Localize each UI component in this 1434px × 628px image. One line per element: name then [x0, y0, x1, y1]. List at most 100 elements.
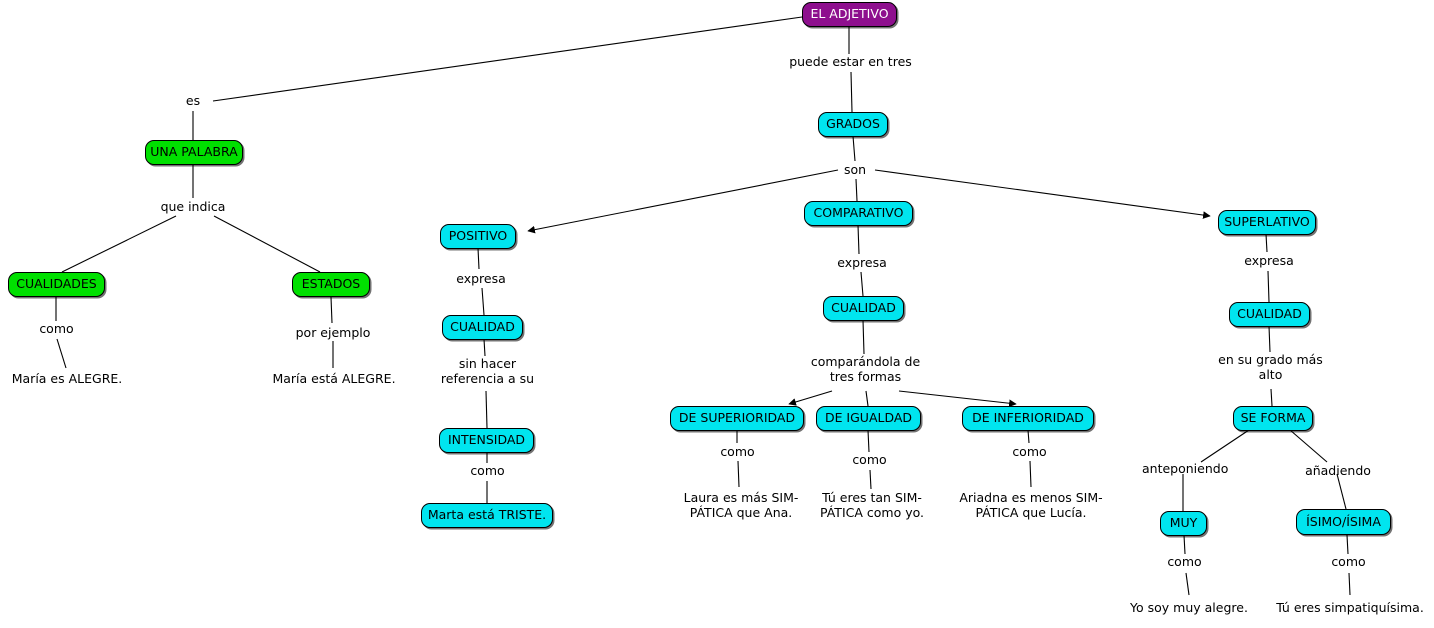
link-que-indica-to-estados [213, 215, 321, 273]
link-label-comparandola: comparándola de tres formas [810, 354, 921, 384]
link-label-anadiendo: añadiendo [1305, 463, 1371, 478]
node-grados[interactable]: GRADOS [818, 112, 888, 137]
link-cualidad-pos-to-sin-hacer [483, 338, 486, 357]
node-se-forma-label: SE FORMA [1240, 410, 1306, 426]
example-tu-igualdad: Tú eres tan SIM- PÁTICA como yo. [819, 490, 924, 520]
link-inferioridad-to-como [1027, 429, 1030, 444]
node-isimo-isima[interactable]: ÍSIMO/ÍSIMA [1296, 509, 1391, 535]
node-isimo-isima-label: ÍSIMO/ÍSIMA [1306, 513, 1381, 529]
link-label-expresa-superlativo: expresa [1244, 253, 1294, 268]
link-label-puede-estar-en-tres: puede estar en tres [789, 54, 912, 69]
link-isimo-to-como [1346, 534, 1349, 555]
link-label-como-inferioridad: como [1012, 444, 1047, 459]
link-expresa-to-cualidad-comp [860, 271, 864, 297]
link-label-anteponiendo: anteponiendo [1142, 461, 1229, 476]
link-se-forma-to-anadiendo [1289, 429, 1328, 463]
example-yo-soy-muy-alegre: Yo soy muy alegre. [1130, 600, 1248, 615]
node-positivo[interactable]: POSITIVO [440, 224, 516, 249]
node-marta-esta-triste[interactable]: Marta está TRISTE. [421, 503, 553, 528]
link-label-en-su-grado-mas-alto: en su grado más alto [1218, 352, 1323, 382]
link-label-como-cualidades: como [39, 321, 74, 336]
link-label-es: es [185, 93, 201, 108]
link-comparandola-to-igualdad [865, 390, 869, 407]
node-cualidades[interactable]: CUALIDADES [8, 272, 105, 297]
node-una-palabra-label: UNA PALABRA [150, 144, 238, 160]
link-como-to-tu-igualdad [869, 469, 872, 490]
link-igualdad-to-como [867, 429, 870, 453]
node-superlativo-label: SUPERLATIVO [1224, 214, 1310, 230]
node-de-superioridad-label: DE SUPERIORIDAD [678, 410, 796, 426]
link-label-expresa-positivo: expresa [456, 271, 506, 286]
link-anadiendo-to-isimo [1336, 473, 1347, 510]
link-son-to-positivo [527, 169, 839, 234]
link-label-como-superioridad: como [720, 444, 755, 459]
link-estados-to-por-ejemplo [330, 296, 333, 324]
node-de-igualdad-label: DE IGUALDAD [824, 410, 913, 426]
node-grados-label: GRADOS [826, 116, 880, 132]
link-como-to-maria-es-alegre [56, 338, 67, 369]
link-como-to-ariadna [1029, 460, 1032, 488]
link-superlativo-to-expresa [1265, 233, 1268, 253]
node-se-forma[interactable]: SE FORMA [1233, 406, 1313, 431]
link-expresa-to-cualidad-pos [481, 287, 485, 316]
link-label-que-indica: que indica [160, 199, 226, 214]
link-expresa-to-cualidad-sup [1267, 270, 1270, 303]
example-ariadna-inferioridad: Ariadna es menos SIM- PÁTICA que Lucía. [959, 490, 1103, 520]
link-se-forma-to-anteponiendo [1200, 429, 1250, 463]
node-de-superioridad[interactable]: DE SUPERIORIDAD [670, 406, 804, 431]
link-puede-to-grados [850, 71, 853, 113]
link-label-como-igualdad: como [852, 452, 887, 467]
example-laura-superioridad: Laura es más SIM- PÁTICA que Ana. [683, 490, 799, 520]
node-el-adjetivo-label: EL ADJETIVO [810, 6, 889, 22]
node-comparativo-label: COMPARATIVO [813, 205, 904, 221]
link-cualidad-comp-to-comparandola [862, 319, 865, 355]
link-cualidad-sup-to-en-su-grado [1268, 325, 1271, 353]
link-sin-hacer-to-intensidad [485, 390, 488, 429]
node-cualidad-comparativo-label: CUALIDAD [831, 300, 896, 316]
node-positivo-label: POSITIVO [448, 228, 508, 244]
node-de-inferioridad[interactable]: DE INFERIORIDAD [962, 406, 1094, 431]
node-cualidades-label: CUALIDADES [16, 276, 97, 292]
node-el-adjetivo[interactable]: EL ADJETIVO [802, 2, 897, 27]
link-en-su-grado-to-se-forma [1270, 388, 1273, 407]
node-comparativo[interactable]: COMPARATIVO [804, 201, 913, 226]
link-comparativo-to-expresa [857, 224, 860, 255]
link-root-to-es [212, 16, 803, 102]
link-son-to-superlativo [874, 169, 1211, 219]
node-marta-esta-triste-label: Marta está TRISTE. [427, 507, 547, 523]
node-cualidad-positivo-label: CUALIDAD [450, 319, 515, 335]
node-estados[interactable]: ESTADOS [292, 272, 370, 297]
node-muy[interactable]: MUY [1160, 511, 1207, 536]
link-muy-to-como [1183, 534, 1186, 555]
node-de-igualdad[interactable]: DE IGUALDAD [816, 406, 921, 431]
node-estados-label: ESTADOS [301, 276, 361, 292]
node-una-palabra[interactable]: UNA PALABRA [145, 140, 243, 165]
example-maria-es-alegre: María es ALEGRE. [11, 371, 123, 386]
link-son-to-comparativo [855, 178, 858, 202]
node-cualidad-superlativo-label: CUALIDAD [1237, 306, 1302, 322]
node-intensidad[interactable]: INTENSIDAD [439, 428, 534, 453]
node-cualidad-positivo[interactable]: CUALIDAD [442, 315, 523, 340]
link-label-como-muy: como [1167, 554, 1202, 569]
link-label-como-intensidad: como [470, 463, 505, 478]
link-como-to-tu-simpatiquisima [1348, 572, 1351, 596]
node-cualidad-superlativo[interactable]: CUALIDAD [1229, 302, 1310, 327]
node-muy-label: MUY [1169, 515, 1198, 531]
link-label-expresa-comparativo: expresa [837, 255, 887, 270]
node-cualidad-comparativo[interactable]: CUALIDAD [823, 296, 904, 321]
link-que-indica-to-cualidades [61, 215, 177, 273]
link-label-son: son [843, 162, 867, 177]
link-como-to-laura [737, 460, 740, 488]
node-intensidad-label: INTENSIDAD [447, 432, 526, 448]
link-label-por-ejemplo: por ejemplo [295, 325, 371, 340]
link-label-sin-hacer-referencia: sin hacer referencia a su [440, 356, 535, 386]
node-superlativo[interactable]: SUPERLATIVO [1218, 210, 1316, 235]
node-de-inferioridad-label: DE INFERIORIDAD [972, 410, 1084, 426]
link-label-como-isimo: como [1331, 554, 1366, 569]
link-grados-to-son [852, 135, 856, 162]
link-comparandola-to-inferioridad [898, 390, 1017, 408]
link-positivo-to-expresa [477, 247, 480, 270]
example-maria-esta-alegre: María está ALEGRE. [272, 371, 396, 386]
link-como-to-yo-soy [1185, 572, 1190, 596]
